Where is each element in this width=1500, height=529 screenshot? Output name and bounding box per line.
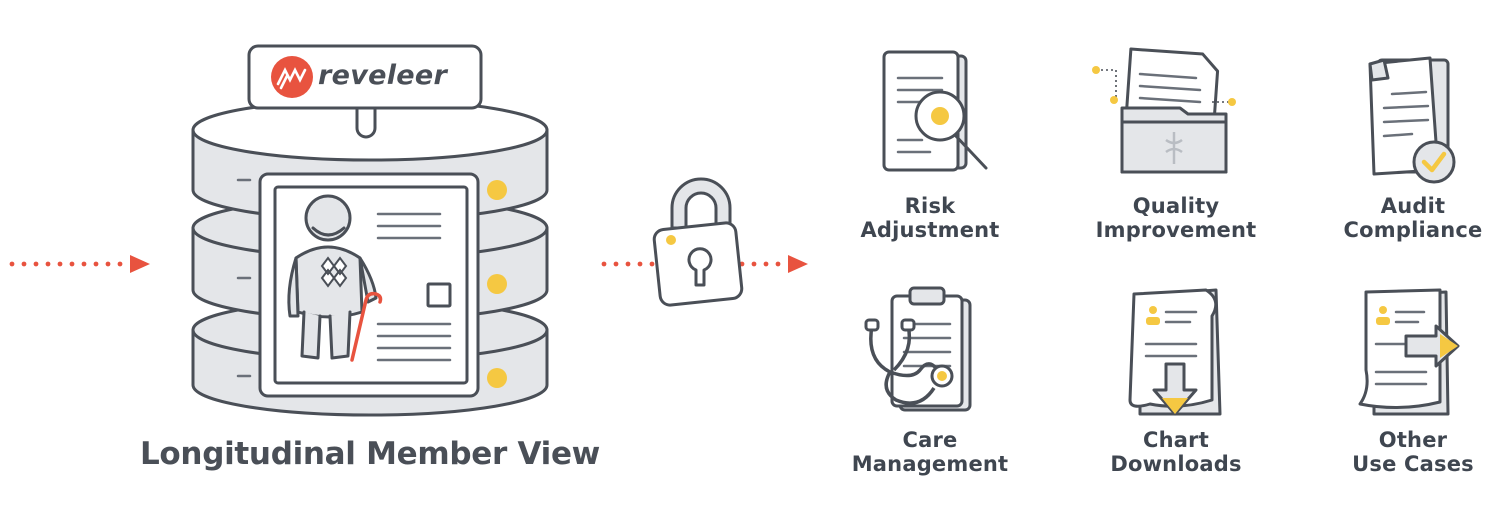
use-case-label-quality-improvement: Quality Improvement [1095,194,1257,242]
use-case-label-care-management: Care Management [851,428,1009,476]
longitudinal-member-view-title: Longitudinal Member View [139,436,601,472]
member-card [258,172,480,398]
use-case-label-chart-downloads: Chart Downloads [1110,428,1242,476]
brand-name: reveleer [318,60,448,91]
audit-compliance-icon [1368,56,1456,184]
risk-adjustment-icon [882,50,988,172]
elderly-member-illustration [287,194,383,362]
quality-improvement-icon [1092,47,1236,174]
chart-downloads-icon [1128,288,1222,416]
use-case-label-risk-adjustment: Risk Adjustment [860,194,1000,242]
care-management-icon [864,286,972,412]
padlock-icon [652,177,744,307]
other-use-cases-icon [1358,288,1460,416]
reveleer-logo-tag [247,44,483,139]
input-arrow [9,255,150,273]
use-case-label-audit-compliance: Audit Compliance [1343,194,1483,242]
secure-transfer-arrow [601,255,808,273]
use-case-label-other-use-cases: Other Use Cases [1352,428,1474,476]
